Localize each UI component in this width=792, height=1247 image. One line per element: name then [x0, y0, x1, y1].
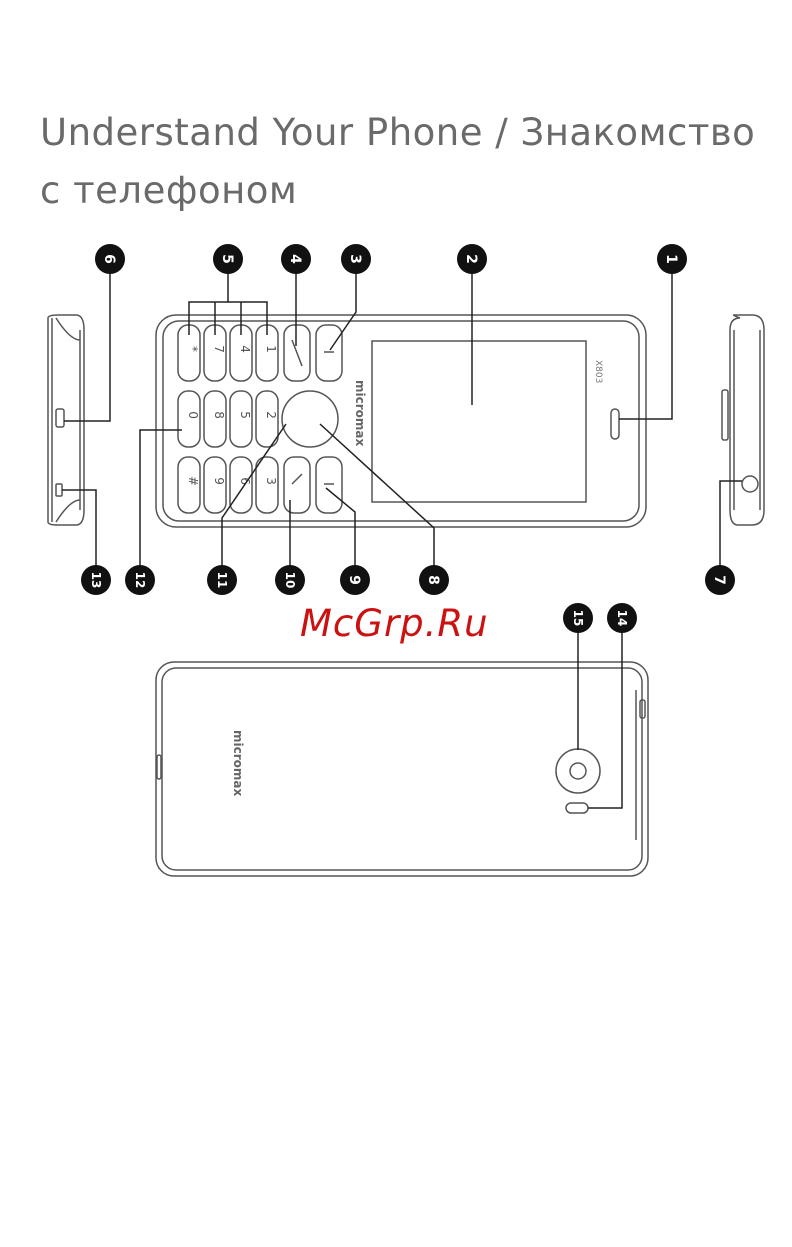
phone-back-view — [156, 662, 648, 876]
svg-text:5: 5 — [219, 254, 235, 264]
callout-7: 7 — [705, 565, 735, 595]
navigation-ring — [282, 391, 338, 447]
key-label: 0 — [186, 411, 200, 419]
svg-text:15: 15 — [571, 610, 585, 627]
phone-left-side-view — [48, 315, 84, 525]
svg-text:1: 1 — [663, 254, 679, 264]
callout-12: 12 — [125, 565, 155, 595]
key-label: # — [186, 476, 200, 486]
svg-text:14: 14 — [615, 610, 629, 627]
svg-text:8: 8 — [425, 575, 441, 585]
headphone-jack — [742, 476, 758, 492]
leader-line-14 — [588, 630, 622, 808]
earpiece — [611, 409, 619, 439]
key-label: * — [186, 346, 200, 352]
callout-5: 5 — [213, 244, 243, 274]
leader-line-5c — [228, 302, 267, 335]
phone-right-side-view — [722, 315, 764, 525]
svg-text:9: 9 — [346, 575, 362, 585]
phone-front-view — [156, 315, 646, 527]
leader-line-3 — [330, 272, 356, 350]
rear-camera-lens — [570, 763, 586, 779]
front-brand-logo: micromax — [353, 380, 367, 446]
watermark: McGrp.Ru — [300, 602, 489, 645]
key-label: 4 — [238, 345, 252, 353]
svg-text:13: 13 — [89, 572, 103, 589]
key-label: 5 — [238, 411, 252, 419]
callout-6: 6 — [95, 244, 125, 274]
svg-text:2: 2 — [463, 254, 479, 264]
svg-text:6: 6 — [101, 254, 117, 264]
display-screen — [372, 341, 586, 502]
front-model-label: X803 — [593, 360, 603, 383]
callout-3: 3 — [341, 244, 371, 274]
leader-line-11 — [222, 424, 286, 568]
callout-10: 10 — [275, 565, 305, 595]
key-label: 9 — [212, 477, 226, 485]
left-soft-key — [316, 325, 342, 381]
usb-port — [56, 484, 62, 496]
svg-text:4: 4 — [287, 254, 303, 264]
key-label: 3 — [264, 477, 278, 485]
rear-camera-outer — [556, 749, 600, 793]
right-soft-key — [316, 457, 342, 513]
end-key — [284, 457, 310, 513]
leader-line-12 — [140, 430, 182, 568]
camera-flash — [566, 803, 588, 813]
back-body-outer — [156, 662, 648, 876]
callout-11: 11 — [207, 565, 237, 595]
svg-text:10: 10 — [283, 572, 297, 589]
key-label: 2 — [264, 411, 278, 419]
callout-1: 1 — [657, 244, 687, 274]
key-label: 1 — [264, 345, 278, 353]
leader-line-9 — [326, 488, 355, 568]
callout-9: 9 — [340, 565, 370, 595]
key-label: 7 — [212, 345, 226, 353]
side-button — [722, 390, 728, 440]
callouts: 1 2 3 4 5 6 7 8 9 10 11 12 13 14 15 — [81, 244, 735, 633]
callout-2: 2 — [457, 244, 487, 274]
callout-8: 8 — [419, 565, 449, 595]
svg-text:12: 12 — [133, 572, 147, 589]
callout-4: 4 — [281, 244, 311, 274]
svg-text:11: 11 — [215, 572, 229, 589]
leader-line-8 — [320, 424, 434, 568]
svg-text:3: 3 — [347, 254, 363, 264]
leader-lines — [62, 272, 742, 808]
leader-line-6 — [64, 272, 110, 421]
svg-text:7: 7 — [711, 575, 727, 585]
callout-15: 15 — [563, 603, 593, 633]
front-body-inner — [163, 321, 639, 521]
back-brand-logo: micromax — [231, 730, 245, 796]
leader-line-13 — [62, 490, 96, 568]
side-key-slot — [56, 409, 64, 427]
key-label: 8 — [212, 411, 226, 419]
callout-14: 14 — [607, 603, 637, 633]
callout-13: 13 — [81, 565, 111, 595]
